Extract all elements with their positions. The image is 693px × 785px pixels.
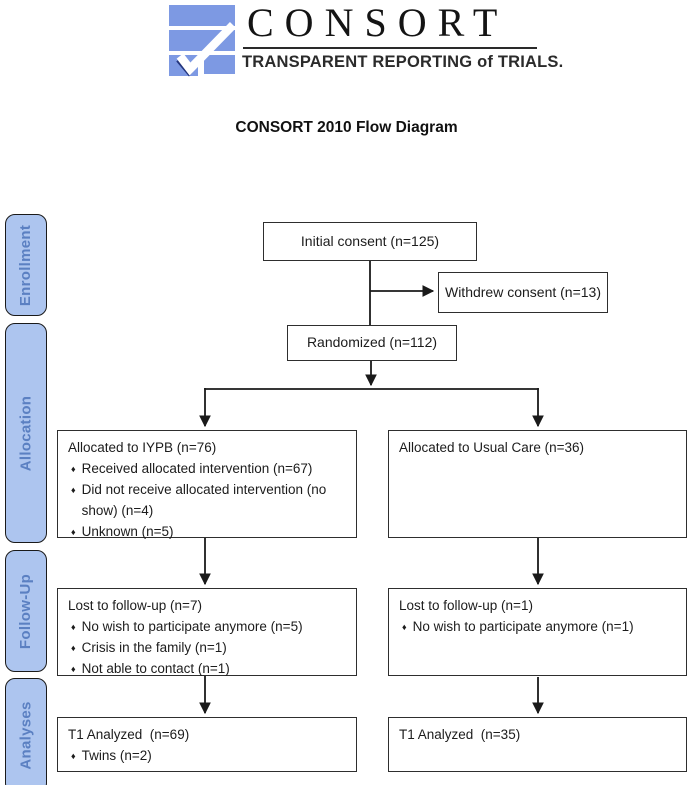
bullet-item: ♦ Not able to contact (n=1)	[68, 659, 346, 680]
bullet-list: ♦ No wish to participate anymore (n=5) ♦…	[68, 617, 346, 680]
box-lost-followup-right: Lost to follow-up (n=1) ♦ No wish to par…	[388, 588, 687, 676]
bullet-text: Unknown (n=5)	[81, 523, 174, 539]
diamond-bullet-icon: ♦	[71, 463, 76, 474]
box-allocated-iypb: Allocated to IYPB (n=76) ♦ Received allo…	[57, 430, 357, 539]
box-initial-consent: Initial consent (n=125)	[263, 222, 477, 261]
box-label: Withdrew consent (n=13)	[444, 283, 602, 300]
box-label: Randomized (n=112)	[306, 334, 438, 351]
diamond-bullet-icon: ♦	[402, 621, 407, 632]
stage-label-text: Analyses	[17, 701, 35, 770]
stage-label-followup: Follow-Up	[5, 550, 47, 672]
bullet-text: Not able to contact (n=1)	[81, 660, 230, 676]
bullet-item: ♦ No wish to participate anymore (n=1)	[399, 617, 676, 638]
bullet-item: ♦ Twins (n=2)	[68, 746, 346, 767]
box-analyzed-right: T1 Analyzed (n=35)	[388, 717, 687, 772]
bullet-list: ♦ Received allocated intervention (n=67)…	[68, 459, 346, 543]
logo-title: CONSORT	[247, 0, 509, 45]
bullet-item: ♦ Did not receive allocated intervention…	[68, 480, 346, 522]
bullet-list: ♦ Twins (n=2)	[68, 746, 346, 767]
box-allocated-usual-care: Allocated to Usual Care (n=36)	[388, 430, 687, 538]
bullet-text: No wish to participate anymore (n=5)	[81, 618, 303, 634]
consort-logo-icon	[169, 5, 237, 77]
bullet-text: Received allocated intervention (n=67)	[81, 460, 313, 476]
diamond-bullet-icon: ♦	[71, 750, 76, 761]
box-title: Lost to follow-up (n=1)	[399, 598, 533, 613]
box-title: Allocated to IYPB (n=76)	[68, 440, 217, 455]
stage-label-text: Allocation	[17, 395, 35, 471]
box-title: T1 Analyzed (n=35)	[399, 727, 521, 742]
page-title: CONSORT 2010 Flow Diagram	[235, 119, 458, 136]
diamond-bullet-icon: ♦	[71, 526, 76, 537]
bullet-text: Twins (n=2)	[81, 747, 152, 763]
diamond-bullet-icon: ♦	[71, 642, 76, 653]
diamond-bullet-icon: ♦	[71, 663, 76, 674]
bullet-text: No wish to participate anymore (n=1)	[412, 618, 634, 634]
box-title: Lost to follow-up (n=7)	[68, 598, 202, 613]
box-withdrew-consent: Withdrew consent (n=13)	[438, 272, 608, 313]
bullet-item: ♦ Crisis in the family (n=1)	[68, 638, 346, 659]
stage-label-analyses: Analyses	[5, 678, 47, 785]
box-title: T1 Analyzed (n=69)	[68, 727, 190, 742]
logo-divider	[243, 47, 537, 49]
diamond-bullet-icon: ♦	[71, 621, 76, 632]
bullet-item: ♦ No wish to participate anymore (n=5)	[68, 617, 346, 638]
bullet-text: Did not receive allocated intervention (…	[81, 481, 327, 518]
bullet-text: Crisis in the family (n=1)	[81, 639, 227, 655]
bullet-item: ♦ Unknown (n=5)	[68, 522, 346, 543]
box-analyzed-left: T1 Analyzed (n=69) ♦ Twins (n=2)	[57, 717, 357, 772]
stage-label-text: Follow-Up	[17, 573, 35, 649]
stage-label-allocation: Allocation	[5, 323, 47, 543]
box-randomized: Randomized (n=112)	[287, 325, 457, 361]
box-lost-followup-left: Lost to follow-up (n=7) ♦ No wish to par…	[57, 588, 357, 676]
stage-label-text: Enrollment	[17, 224, 35, 306]
diamond-bullet-icon: ♦	[71, 484, 76, 495]
box-label: Initial consent (n=125)	[300, 232, 440, 249]
box-title: Allocated to Usual Care (n=36)	[399, 440, 584, 455]
stage-label-enrollment: Enrollment	[5, 214, 47, 316]
bullet-item: ♦ Received allocated intervention (n=67)	[68, 459, 346, 480]
bullet-list: ♦ No wish to participate anymore (n=1)	[399, 617, 676, 638]
logo-subtitle: TRANSPARENT REPORTING of TRIALS.	[242, 53, 564, 71]
